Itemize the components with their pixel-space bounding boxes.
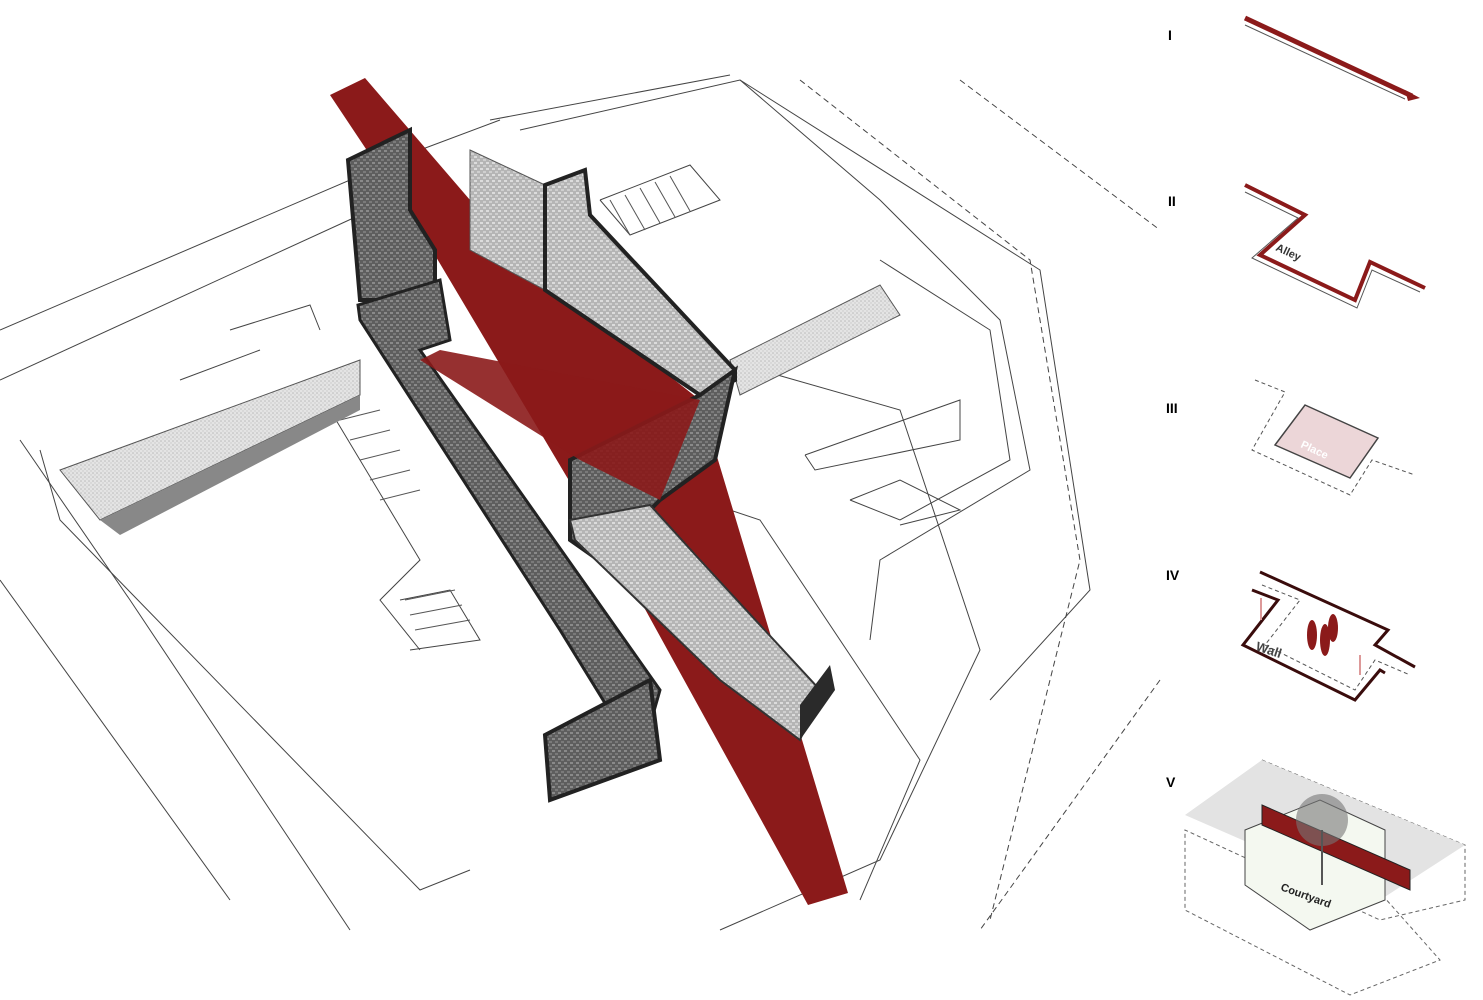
red-path-floor [420, 350, 700, 500]
shadow [100, 395, 360, 535]
arrow-icon [1405, 90, 1420, 101]
svg-text:V: V [1166, 774, 1176, 790]
wall-northwest [345, 126, 437, 302]
gravel-path [59, 359, 361, 521]
wall-south-fin [542, 676, 663, 803]
svg-text:I: I [1168, 27, 1172, 43]
step-i: I [1168, 15, 1420, 101]
svg-text:III: III [1166, 400, 1178, 416]
step-iii: III Place [1166, 379, 1416, 496]
svg-text:IV: IV [1166, 567, 1180, 583]
step-ii: II Alley [1168, 183, 1426, 309]
wall-west-long [356, 278, 662, 764]
site-plan-lines [0, 74, 1161, 931]
svg-text:Wall: Wall [1254, 639, 1284, 661]
tree-icon [1296, 794, 1348, 846]
step-v: V Courtyard [1166, 759, 1466, 996]
step-iv: IV Wall [1166, 567, 1416, 702]
svg-text:Alley: Alley [1274, 242, 1304, 264]
people-icon [1307, 614, 1338, 656]
wall-east-fin [800, 665, 835, 740]
svg-text:II: II [1168, 193, 1176, 209]
gravel-path-east [729, 284, 901, 396]
stairs [339, 175, 691, 631]
